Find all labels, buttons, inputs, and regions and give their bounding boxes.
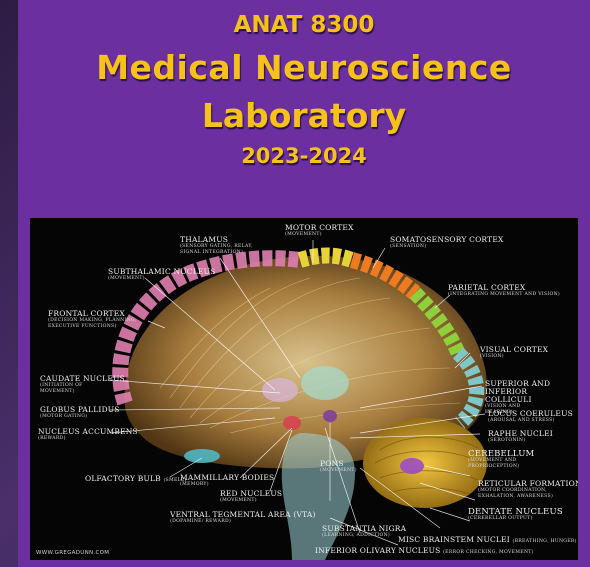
label-caudate-nucleus: CAUDATE NUCLEUS(INITIATION OF MOVEMENT) bbox=[40, 375, 125, 394]
artist-credit: WWW.GREGADUNN.COM bbox=[36, 550, 109, 556]
label-red-nucleus: RED NUCLEUS(MOVEMENT) bbox=[220, 490, 282, 504]
label-subthalamic-nucleus: SUBTHALAMIC NUCLEUS(MOVEMENT) bbox=[108, 268, 215, 282]
course-code: ANAT 8300 bbox=[18, 12, 590, 38]
brain-illustration: MOTOR CORTEX(MOVEMENT) THALAMUS(SENSORY … bbox=[30, 218, 578, 560]
label-parietal-cortex: PARIETAL CORTEX(INTEGRATING MOVEMENT AND… bbox=[448, 284, 560, 298]
label-misc-brainstem-nuclei: MISC BRAINSTEM NUCLEI (BREATHING, HUNGER… bbox=[398, 536, 577, 545]
label-thalamus: THALAMUS(SENSORY GATING, RELAY, SIGNAL I… bbox=[180, 236, 270, 255]
label-nucleus-accumbens: NUCLEUS ACCUMBENS(REWARD) bbox=[38, 428, 138, 442]
label-dentate-nucleus: DENTATE NUCLEUS(CEREBELLAR OUTPUT) bbox=[468, 508, 563, 522]
label-raphe-nuclei: RAPHE NUCLEI(SEROTONIN) bbox=[488, 430, 553, 444]
label-mammillary-bodies: MAMMILLARY BODIES(MEMORY) bbox=[180, 474, 274, 488]
label-cerebellum: CEREBELLUM(MOVEMENT AND PROPRIOCEPTION) bbox=[468, 450, 538, 469]
label-substantia-nigra: SUBSTANTIA NIGRA(LEARNING, ADDICTION) bbox=[322, 525, 406, 539]
label-globus-pallidus: GLOBUS PALLIDUS(MOTOR GATING) bbox=[40, 406, 120, 420]
label-somatosensory-cortex: SOMATOSENSORY CORTEX(SENSATION) bbox=[390, 236, 504, 250]
label-inferior-olivary-nucleus: INFERIOR OLIVARY NUCLEUS (ERROR CHECKING… bbox=[315, 547, 534, 556]
label-vta: VENTRAL TEGMENTAL AREA (VTA)(DOPAMINE/ R… bbox=[170, 511, 316, 525]
label-reticular-formation: RETICULAR FORMATION(MOTOR COORDINATION, … bbox=[478, 480, 578, 499]
title-line-1: Medical Neuroscience bbox=[18, 48, 590, 87]
label-locus-coeruleus: LOCUS COERULEUS(AROUSAL AND STRESS) bbox=[488, 410, 573, 424]
academic-year: 2023-2024 bbox=[18, 144, 590, 168]
label-frontal-cortex: FRONTAL CORTEX(DECISION MAKING, PLANNING… bbox=[48, 310, 148, 329]
label-olfactory-bulb: OLFACTORY BULB (SMELL) bbox=[85, 475, 186, 484]
label-visual-cortex: VISUAL CORTEX(VISION) bbox=[480, 346, 548, 360]
label-pons: PONS(MOVEMENT) bbox=[320, 460, 357, 474]
title-line-2: Laboratory bbox=[18, 96, 590, 135]
label-motor-cortex: MOTOR CORTEX(MOVEMENT) bbox=[285, 224, 354, 238]
